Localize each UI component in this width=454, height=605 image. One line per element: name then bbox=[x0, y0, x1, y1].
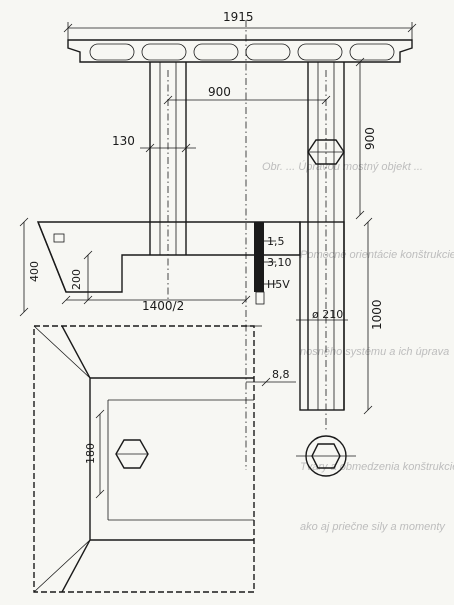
lower-bolts bbox=[115, 435, 356, 477]
small-dimension: 130 bbox=[112, 134, 196, 153]
bg-line-1: Pomocné orientácie konštrukcie vo výrobe bbox=[300, 249, 454, 261]
bearing-type-label: H5V bbox=[267, 278, 290, 291]
left-column bbox=[149, 62, 187, 300]
half-width-dimension: 1400/2 bbox=[61, 295, 251, 313]
right-height-dimension: 900 bbox=[355, 57, 377, 220]
level-mark-label: 8,8 bbox=[272, 368, 290, 381]
lower-dimension: 180 bbox=[84, 409, 105, 499]
lower-footing bbox=[33, 325, 262, 593]
level-mark: 8,8 bbox=[246, 368, 296, 387]
bearing-plate: 1,5 3,10 H5V bbox=[254, 222, 292, 305]
pile: ø 210 1000 bbox=[296, 217, 384, 415]
bearing-2-label: 3,10 bbox=[267, 256, 292, 269]
column-spacing-label: 900 bbox=[208, 85, 231, 99]
lower-dimension-label: 180 bbox=[84, 443, 97, 464]
bg-line-3: Tvary a obmedzenia konštrukcie bbox=[300, 461, 454, 473]
deck-slab bbox=[67, 39, 413, 63]
background-text: Obr. ... Úpravou mostný objekt ... Pomoc… bbox=[262, 160, 454, 533]
column-spacing-dimension: 900 bbox=[163, 85, 331, 105]
half-width-label: 1400/2 bbox=[142, 299, 184, 313]
bg-line-4: ako aj priečne sily a momenty bbox=[300, 521, 446, 533]
footing-height-label: 400 bbox=[28, 261, 41, 282]
bg-line-2: nosného systému a ich úprava bbox=[300, 346, 449, 358]
deck-width-label: 1915 bbox=[223, 10, 254, 24]
right-height-label: 900 bbox=[363, 127, 377, 150]
deck-width-dimension: 1915 bbox=[63, 10, 417, 40]
right-column bbox=[307, 62, 345, 430]
bg-caption: Obr. ... Úpravou mostný objekt ... bbox=[262, 160, 423, 173]
pile-diameter-label: ø 210 bbox=[312, 308, 343, 321]
pile-length-label: 1000 bbox=[370, 299, 384, 330]
bearing-1-label: 1,5 bbox=[267, 235, 285, 248]
footing-step-label: 200 bbox=[70, 269, 83, 290]
small-dimension-label: 130 bbox=[112, 134, 135, 148]
